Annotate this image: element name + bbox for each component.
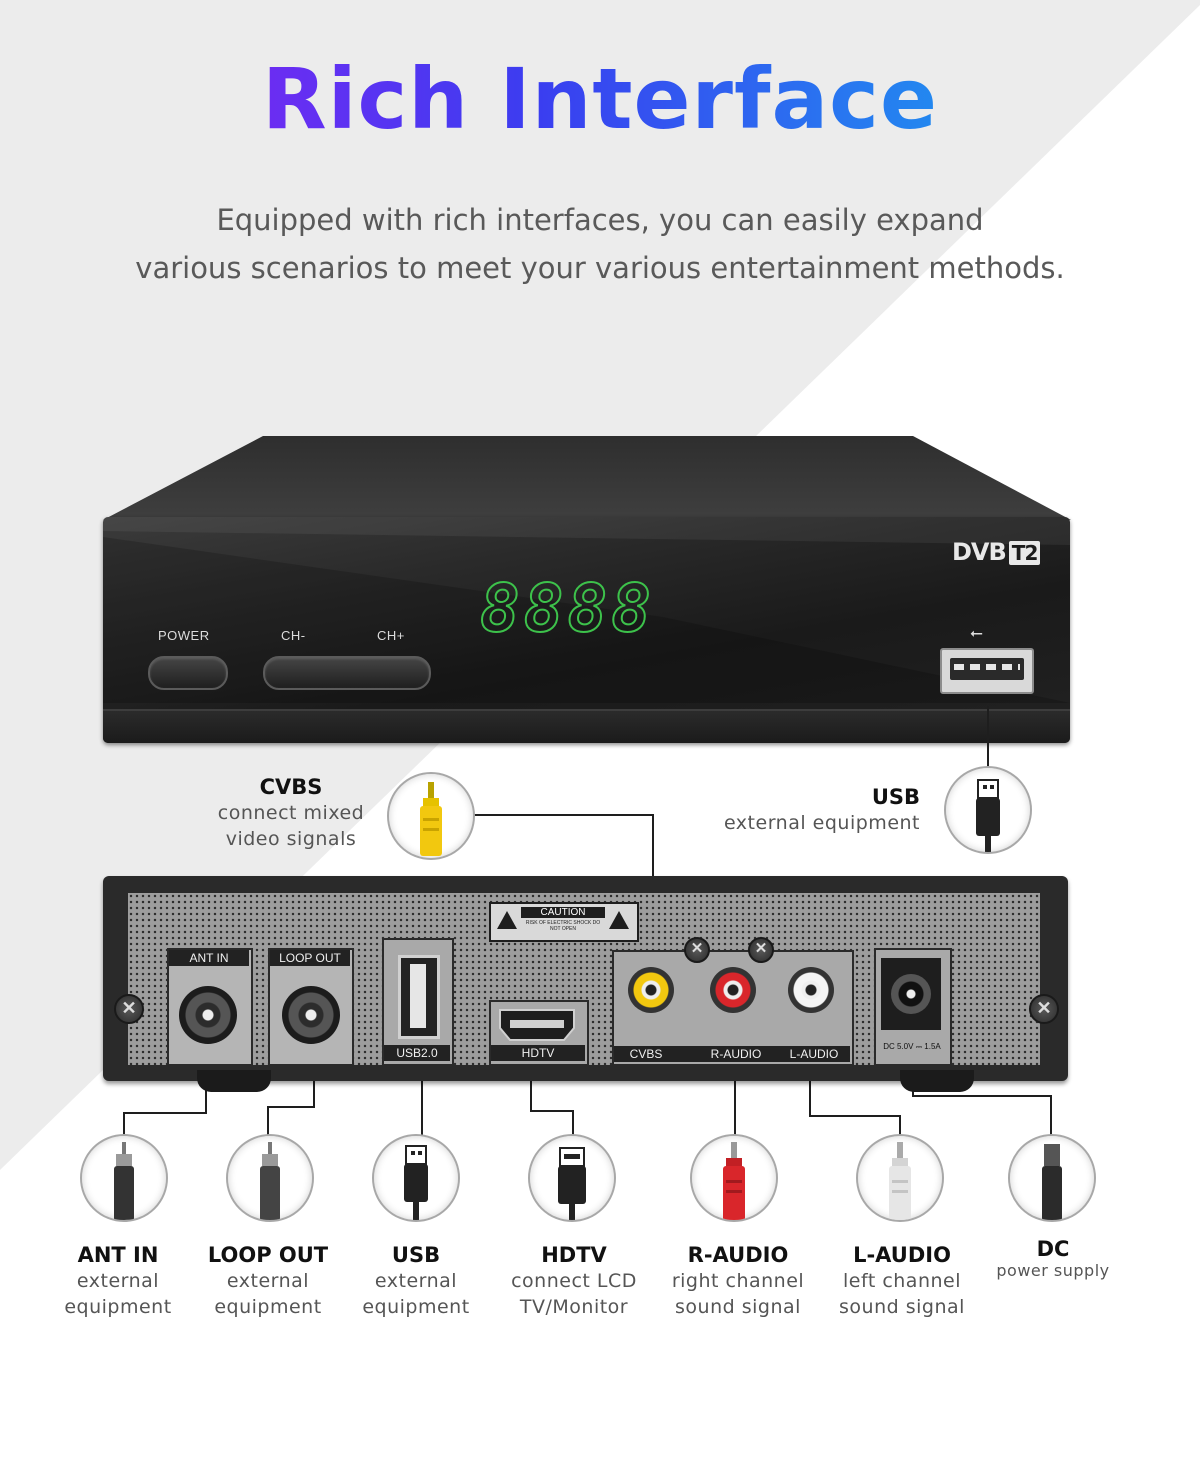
hdtv-tag: HDTV bbox=[491, 1045, 585, 1061]
usb-front-caption-line1: external equipment bbox=[723, 812, 920, 834]
r-audio-caption-line2: sound signal bbox=[675, 1296, 801, 1318]
usb-front-caption-title: USB bbox=[871, 785, 920, 809]
warning-icon bbox=[609, 911, 629, 929]
page-title: Rich Interface bbox=[0, 50, 1200, 148]
l-audio-jack[interactable] bbox=[788, 967, 834, 1013]
r-audio-tag: R-AUDIO bbox=[710, 1047, 762, 1061]
screw-icon: ✕ bbox=[114, 994, 144, 1024]
usb-front-connector-icon bbox=[944, 766, 1032, 854]
l-audio-caption-title: L-AUDIO bbox=[853, 1243, 951, 1267]
dc-port[interactable] bbox=[881, 958, 941, 1030]
dc-caption: DC power supply bbox=[990, 1238, 1116, 1282]
loop-out-caption-line1: external bbox=[226, 1270, 310, 1292]
hdtv-caption: HDTV connect LCD TV/Monitor bbox=[494, 1242, 654, 1320]
loop-out-tag: LOOP OUT bbox=[270, 950, 350, 966]
cvbs-caption-line1: connect mixed bbox=[217, 802, 365, 824]
l-audio-caption-line1: left channel bbox=[843, 1270, 961, 1292]
usb-caption-line1: external bbox=[374, 1270, 458, 1292]
r-audio-caption-line1: right channel bbox=[671, 1270, 805, 1292]
screw-icon: ✕ bbox=[684, 937, 710, 963]
ant-in-caption-title: ANT IN bbox=[77, 1243, 159, 1267]
loop-out-caption-line2: equipment bbox=[214, 1296, 322, 1318]
dvb-logo-text: DVB bbox=[952, 538, 1007, 566]
dc-caption-title: DC bbox=[1036, 1237, 1070, 1261]
ant-in-connector-icon bbox=[80, 1134, 168, 1222]
screw-icon: ✕ bbox=[748, 937, 774, 963]
cvbs-connector-icon bbox=[387, 772, 475, 860]
channel-rocker-button[interactable] bbox=[263, 656, 431, 690]
front-usb-port[interactable] bbox=[940, 648, 1034, 694]
cvbs-jack[interactable] bbox=[628, 967, 674, 1013]
hdtv-connector-icon bbox=[528, 1134, 616, 1222]
warning-icon bbox=[497, 911, 517, 929]
l-audio-caption-line2: sound signal bbox=[839, 1296, 965, 1318]
cvbs-caption: CVBS connect mixed video signals bbox=[196, 774, 386, 852]
ch-plus-label: CH+ bbox=[377, 628, 405, 643]
l-audio-caption: L-AUDIO left channel sound signal bbox=[822, 1242, 982, 1320]
led-display: 8888 bbox=[479, 569, 655, 648]
dc-connector-icon bbox=[1008, 1134, 1096, 1222]
l-audio-tag: L-AUDIO bbox=[789, 1047, 839, 1061]
dc-tag: DC 5.0V ⎓ 1.5A bbox=[883, 1042, 941, 1051]
loop-out-caption-title: LOOP OUT bbox=[207, 1243, 329, 1267]
loop-out-port[interactable] bbox=[282, 986, 340, 1044]
receiver-top bbox=[103, 436, 1071, 520]
ant-in-port[interactable] bbox=[179, 986, 237, 1044]
screw-icon: ✕ bbox=[1029, 994, 1059, 1024]
r-audio-connector-icon bbox=[690, 1134, 778, 1222]
usb-caption-title: USB bbox=[391, 1243, 441, 1267]
cvbs-caption-line2: video signals bbox=[225, 828, 357, 850]
cvbs-tag: CVBS bbox=[629, 1047, 663, 1061]
caution-label: CAUTION RISK OF ELECTRIC SHOCK DO NOT OP… bbox=[489, 902, 639, 942]
dc-caption-line1: power supply bbox=[996, 1261, 1110, 1280]
subtitle-line-2: various scenarios to meet your various e… bbox=[135, 251, 1065, 285]
ant-in-tag: ANT IN bbox=[169, 950, 249, 966]
l-audio-connector-icon bbox=[856, 1134, 944, 1222]
power-button[interactable] bbox=[148, 656, 228, 690]
rear-usb-port[interactable] bbox=[398, 955, 440, 1039]
usb-tag: USB2.0 bbox=[384, 1045, 450, 1061]
loop-out-caption: LOOP OUT external equipment bbox=[194, 1242, 342, 1320]
hdtv-caption-line2: TV/Monitor bbox=[519, 1296, 629, 1318]
ant-in-caption-line2: equipment bbox=[64, 1296, 172, 1318]
loop-out-connector-icon bbox=[226, 1134, 314, 1222]
usb-connector-icon bbox=[372, 1134, 460, 1222]
power-label: POWER bbox=[158, 628, 210, 643]
r-audio-caption: R-AUDIO right channel sound signal bbox=[658, 1242, 818, 1320]
ant-in-caption-line1: external bbox=[76, 1270, 160, 1292]
ch-minus-label: CH- bbox=[281, 628, 306, 643]
ant-in-caption: ANT IN external equipment bbox=[48, 1242, 188, 1320]
t2-badge: T2 bbox=[1008, 541, 1041, 565]
receiver-front-panel bbox=[103, 517, 1070, 743]
foot-left bbox=[197, 1070, 271, 1092]
usb-front-caption: USB external equipment bbox=[700, 784, 920, 836]
hdtv-caption-title: HDTV bbox=[541, 1243, 607, 1267]
subtitle-line-1: Equipped with rich interfaces, you can e… bbox=[216, 203, 984, 237]
usb-symbol-icon: ⭠ bbox=[970, 625, 983, 642]
usb-caption-line2: equipment bbox=[362, 1296, 470, 1318]
hdmi-port[interactable] bbox=[498, 1008, 576, 1042]
caution-title: CAUTION bbox=[521, 907, 605, 918]
page-subtitle: Equipped with rich interfaces, you can e… bbox=[0, 196, 1200, 292]
r-audio-jack[interactable] bbox=[710, 967, 756, 1013]
caution-text: RISK OF ELECTRIC SHOCK DO NOT OPEN bbox=[525, 920, 601, 932]
usb-caption: USB external equipment bbox=[346, 1242, 486, 1320]
av-tag-bar bbox=[614, 1046, 850, 1062]
r-audio-caption-title: R-AUDIO bbox=[687, 1243, 789, 1267]
foot-right bbox=[900, 1070, 974, 1092]
hdtv-caption-line1: connect LCD bbox=[511, 1270, 637, 1292]
cvbs-caption-title: CVBS bbox=[259, 775, 323, 799]
